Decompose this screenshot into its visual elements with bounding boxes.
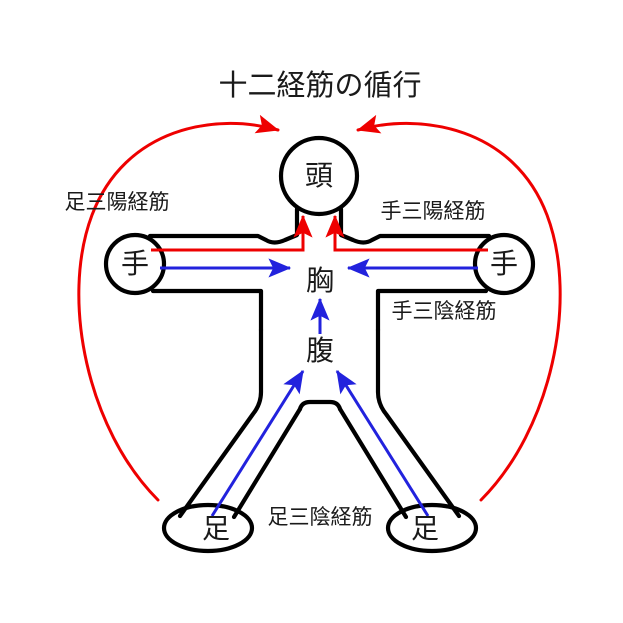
label-foot-left: 足 bbox=[202, 512, 230, 545]
right-torso-and-leg-outer bbox=[375, 327, 462, 519]
label-chest: 胸 bbox=[306, 264, 334, 297]
foot-yin-leg-paths bbox=[210, 369, 430, 517]
left-leg-inner bbox=[231, 406, 303, 520]
label-head: 頭 bbox=[305, 159, 333, 192]
hand-yang-arm-paths bbox=[151, 214, 488, 252]
foot-yang-arc-left bbox=[77, 114, 280, 502]
crotch-contour bbox=[297, 399, 343, 412]
label-foot-yin-meridian: 足三陰経筋 bbox=[268, 505, 373, 529]
left-torso-and-leg-outer bbox=[177, 327, 264, 519]
label-foot-yang-meridian: 足三陽経筋 bbox=[65, 190, 170, 214]
label-hand-left: 手 bbox=[121, 247, 149, 280]
left-foot-ellipse bbox=[161, 502, 255, 554]
left-arm-lower-contour bbox=[150, 288, 264, 333]
foot-yin-path-right bbox=[335, 369, 430, 517]
foot-yang-outer-arcs bbox=[77, 114, 562, 502]
diagram-title: 十二経筋の循行 bbox=[218, 68, 421, 102]
left-hand-circle bbox=[103, 232, 167, 296]
right-hand-circle bbox=[472, 232, 536, 296]
left-shoulder-upper-contour bbox=[147, 206, 300, 245]
right-arm-lower-contour bbox=[375, 288, 489, 333]
hand-yang-path-right bbox=[325, 214, 488, 252]
right-leg-inner bbox=[337, 406, 409, 520]
head-circle bbox=[278, 135, 360, 217]
hand-yang-path-left bbox=[151, 214, 313, 252]
label-hand-right: 手 bbox=[490, 247, 518, 280]
right-foot-ellipse bbox=[385, 502, 479, 554]
label-abdomen: 腹 bbox=[306, 334, 334, 367]
foot-yang-arc-right bbox=[356, 114, 562, 502]
label-hand-yin-meridian: 手三陰経筋 bbox=[392, 299, 497, 323]
body-outline-group bbox=[103, 135, 536, 554]
foot-yin-path-left bbox=[210, 369, 305, 517]
label-foot-right: 足 bbox=[411, 512, 439, 545]
right-shoulder-upper-contour bbox=[338, 206, 492, 245]
label-hand-yang-meridian: 手三陽経筋 bbox=[381, 199, 486, 223]
